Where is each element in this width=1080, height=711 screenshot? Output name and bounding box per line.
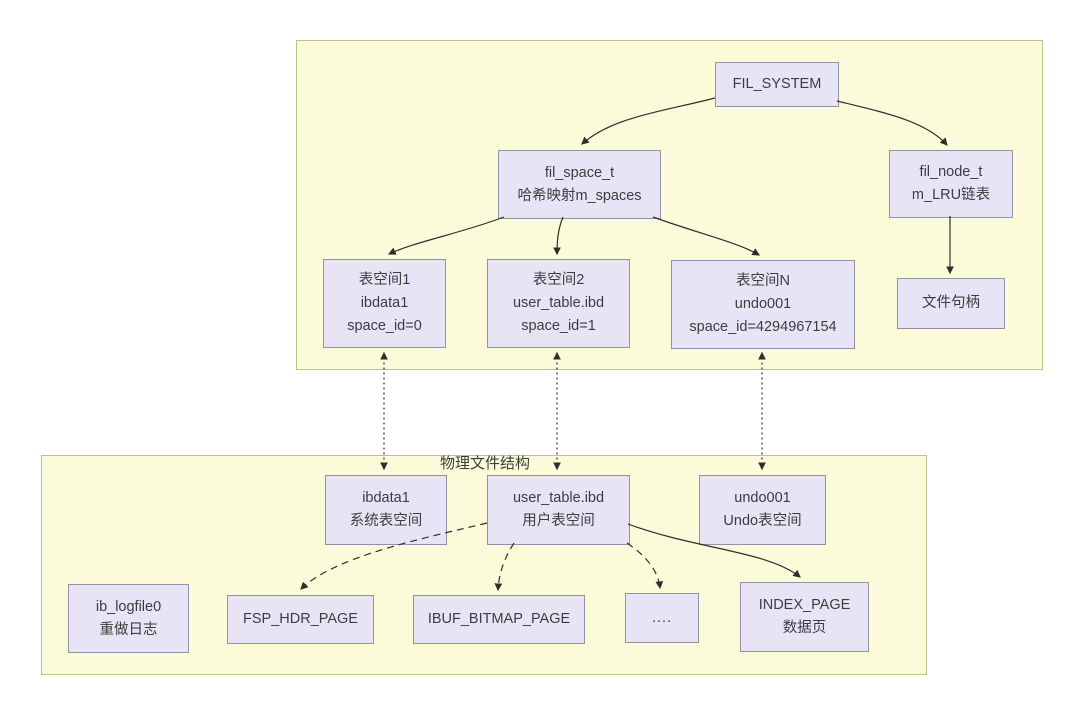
node-label: fil_space_t: [544, 164, 615, 181]
node-label: INDEX_PAGE: [758, 597, 851, 613]
node-fsp-hdr-page: FSP_HDR_PAGE: [227, 595, 374, 644]
node-label: m_LRU链表: [911, 187, 991, 203]
node-label: ....: [651, 609, 673, 626]
node-label: FSP_HDR_PAGE: [243, 611, 358, 627]
node-label: space_id=4294967154: [689, 319, 837, 335]
node-label: 表空间1: [358, 272, 411, 288]
physical-file-structure-label: 物理文件结构: [440, 455, 531, 472]
node-tablespace-n: 表空间N undo001 space_id=4294967154: [671, 260, 855, 349]
node-label: ibdata1: [360, 295, 409, 311]
node-undo-file: undo001 Undo表空间: [699, 475, 826, 545]
node-index-page: INDEX_PAGE 数据页: [740, 582, 869, 652]
node-label: 哈希映射m_spaces: [517, 187, 642, 204]
node-label: space_id=1: [521, 318, 596, 334]
node-fil-system: FIL_SYSTEM: [715, 62, 839, 107]
node-more-pages: ....: [625, 593, 699, 643]
node-fil-space-t: fil_space_t 哈希映射m_spaces: [498, 150, 661, 219]
node-label: 表空间2: [532, 272, 585, 288]
node-label: ib_logfile0: [95, 598, 162, 615]
node-label: 系统表空间: [349, 513, 423, 529]
node-label: 用户表空间: [522, 513, 595, 529]
node-label: Undo表空间: [723, 513, 802, 529]
node-fil-node-t: fil_node_t m_LRU链表: [889, 150, 1013, 218]
node-label: FIL_SYSTEM: [732, 76, 822, 92]
node-label: undo001: [734, 296, 792, 312]
node-ibuf-bitmap-page: IBUF_BITMAP_PAGE: [413, 595, 585, 644]
node-redo-log-file: ib_logfile0 重做日志: [68, 584, 189, 653]
node-label: undo001: [734, 490, 791, 506]
node-label: fil_node_t: [919, 164, 983, 180]
node-label: 数据页: [782, 620, 827, 636]
node-label: 文件句柄: [922, 295, 980, 311]
node-label: ibdata1: [362, 490, 410, 506]
node-label: 表空间N: [736, 273, 790, 289]
node-label: user_table.ibd: [512, 490, 605, 506]
node-user-table-file: user_table.ibd 用户表空间: [487, 475, 630, 545]
node-tablespace-2: 表空间2 user_table.ibd space_id=1: [487, 259, 630, 348]
node-label: 重做日志: [99, 621, 158, 638]
node-tablespace-1: 表空间1 ibdata1 space_id=0: [323, 259, 446, 348]
node-label: space_id=0: [347, 318, 422, 334]
node-ibdata1-file: ibdata1 系统表空间: [325, 475, 447, 545]
node-file-handle: 文件句柄: [897, 278, 1005, 329]
node-label: IBUF_BITMAP_PAGE: [427, 611, 571, 627]
node-label: user_table.ibd: [512, 295, 605, 311]
